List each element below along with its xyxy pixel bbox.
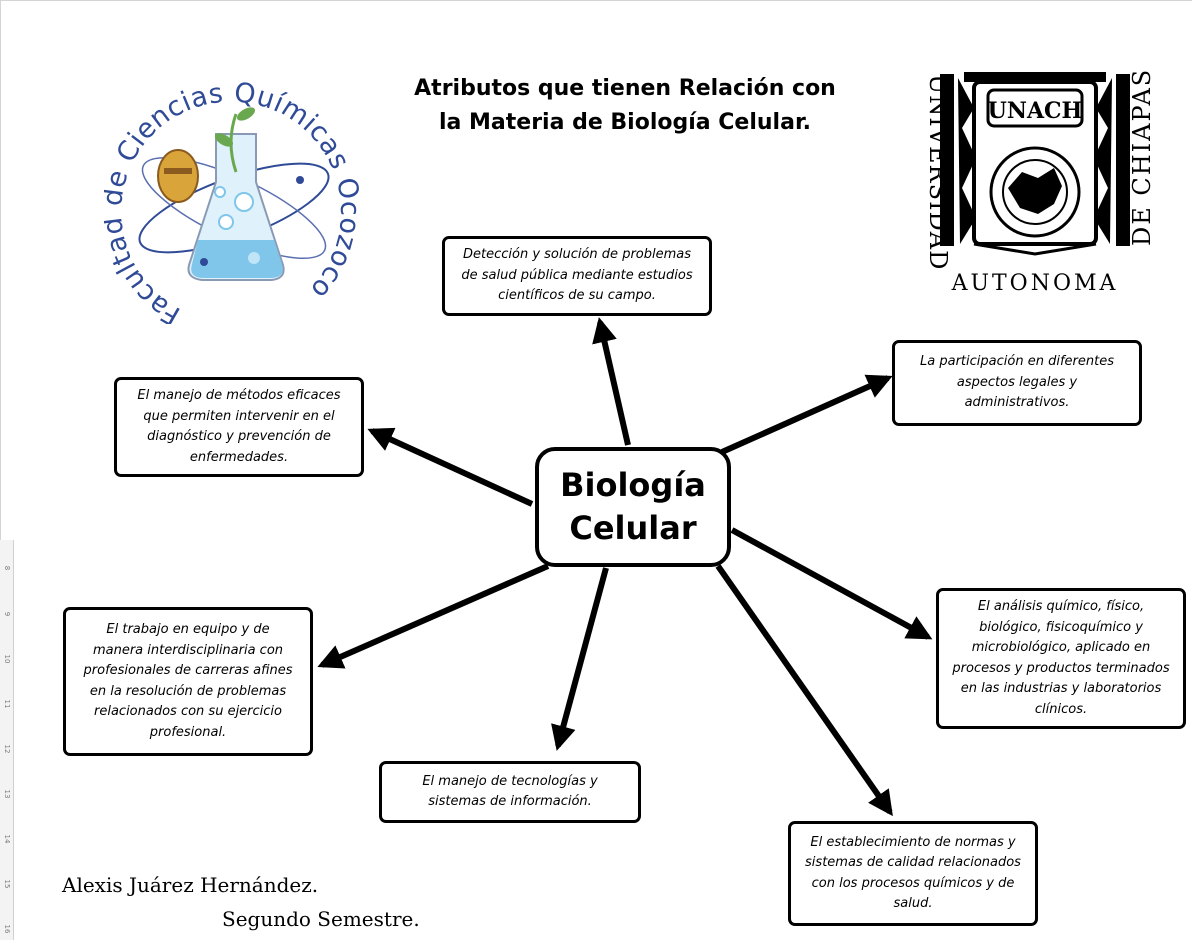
attribute-node-top: Detección y solución de problemas de sal… — [442, 236, 712, 316]
arrow-to-top — [592, 317, 631, 446]
central-topic-line-1: Biología — [560, 466, 706, 504]
arrow-to-bottom — [551, 567, 609, 751]
semester-label: Segundo Semestre. — [222, 907, 420, 931]
arrow-to-left-lower — [317, 563, 550, 669]
faculty-logo: Facultad de Ciencias Químicas Ocozocoaut… — [104, 62, 365, 324]
attribute-node-right: El análisis químico, físico, biológico, … — [936, 588, 1186, 729]
central-topic-line-2: Celular — [569, 509, 697, 547]
diagram-title: Atributos que tienen Relación con la Mat… — [380, 72, 870, 140]
author-name: Alexis Juárez Hernández. — [62, 873, 319, 897]
flask-icon — [138, 107, 330, 281]
attribute-node-left-lower: El trabajo en equipo y de manera interdi… — [63, 607, 313, 756]
unach-logo: UNIVERSIDAD DE CHIAPAS UNACH AUTONOMA — [924, 68, 1156, 296]
attribute-text: El trabajo en equipo y de manera interdi… — [83, 622, 293, 740]
attribute-text: El manejo de métodos eficaces que permit… — [137, 388, 341, 465]
attribute-text: La participación en diferentes aspectos … — [920, 354, 1114, 411]
vertical-ruler: 8 9 10 11 12 13 14 15 16 — [0, 540, 14, 940]
unach-shield-text: UNACH — [988, 98, 1083, 124]
attribute-node-top-right: La participación en diferentes aspectos … — [892, 340, 1142, 426]
attribute-node-bottom-right: El establecimiento de normas y sistemas … — [788, 821, 1038, 926]
arrow-to-top-right — [720, 374, 893, 455]
unach-bottom-text: AUTONOMA — [951, 271, 1119, 296]
attribute-node-bottom: El manejo de tecnologías y sistemas de i… — [379, 761, 641, 823]
attribute-node-left-upper: El manejo de métodos eficaces que permit… — [114, 377, 364, 477]
diagram-title-line-2: la Materia de Biología Celular. — [438, 110, 812, 135]
arrow-to-left-upper — [367, 427, 534, 507]
arrow-to-bottom-right — [715, 564, 893, 817]
arrow-to-right — [730, 527, 933, 640]
attribute-text: El establecimiento de normas y sistemas … — [805, 834, 1021, 912]
attribute-text: Detección y solución de problemas de sal… — [461, 247, 693, 304]
attribute-text: El manejo de tecnologías y sistemas de i… — [422, 773, 598, 810]
unach-emblem-icon: UNACH — [940, 72, 1130, 256]
unach-right-text: DE CHIAPAS — [1128, 68, 1156, 246]
diagram-title-line-1: Atributos que tienen Relación con — [414, 76, 836, 101]
central-topic: Biología Celular — [535, 447, 731, 567]
attribute-text: El análisis químico, físico, biológico, … — [952, 599, 1170, 717]
